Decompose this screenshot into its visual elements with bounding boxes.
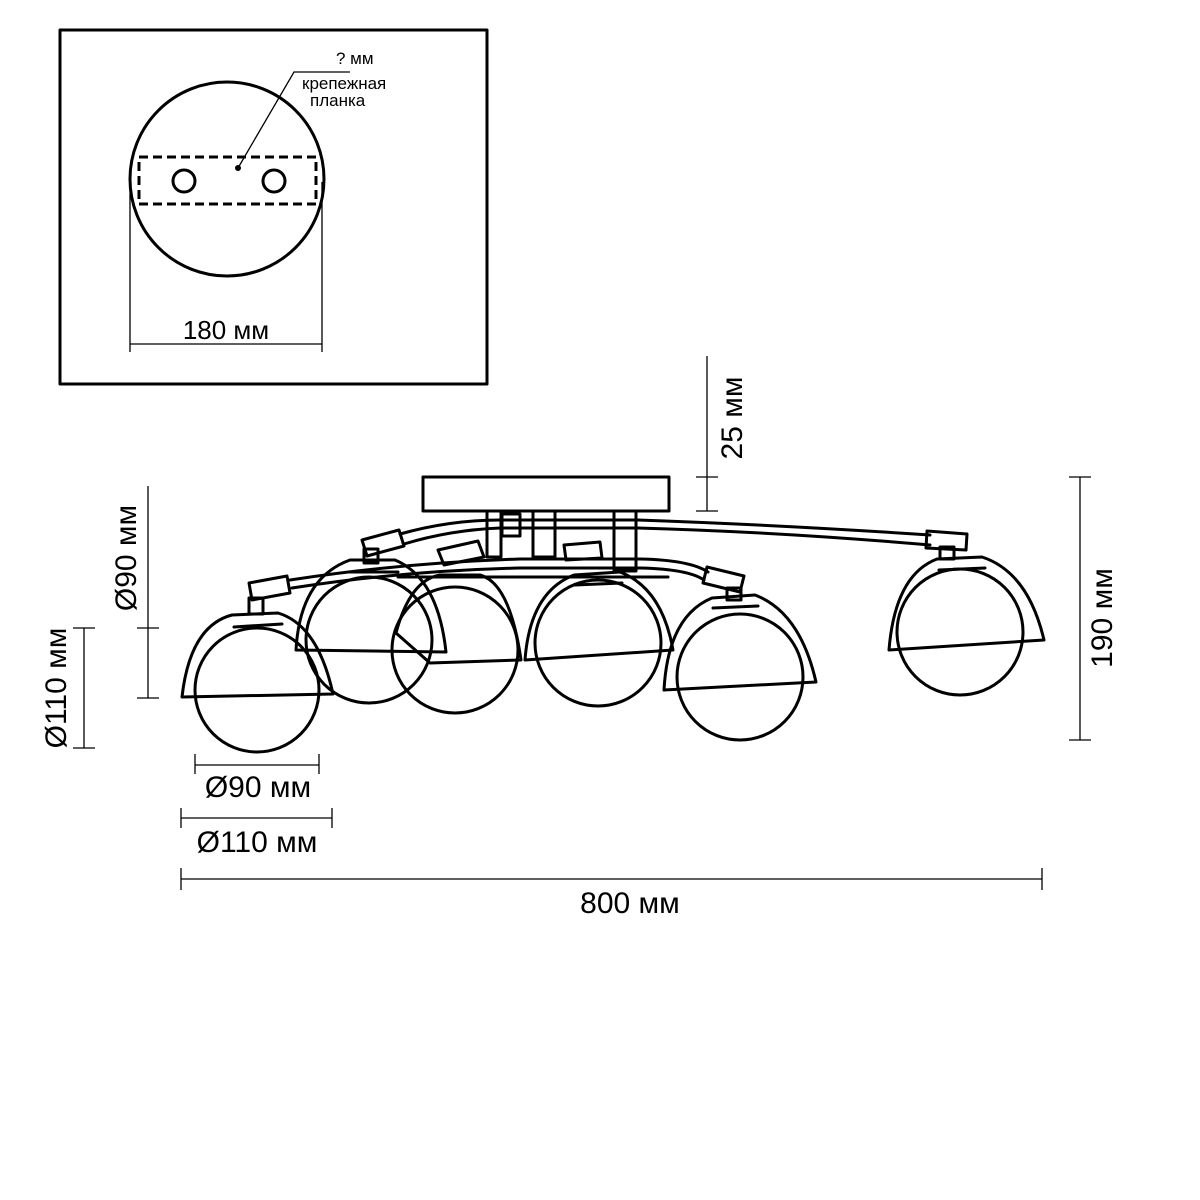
lamp-4 xyxy=(523,570,675,708)
globe-2 xyxy=(304,575,434,705)
joint-lamp-1 xyxy=(247,574,292,602)
dim-mount-height: 25 мм xyxy=(696,356,749,512)
shade-6 xyxy=(887,555,1046,652)
globe-3 xyxy=(390,585,520,715)
unknown-dimension-label: ? мм xyxy=(336,49,374,68)
screw-hole-right xyxy=(261,168,287,194)
joint-lamp-2 xyxy=(360,528,406,558)
shade-band-5 xyxy=(711,604,760,610)
globe-diameter-horizontal-label: Ø110 мм xyxy=(197,826,318,859)
dim-globe-diameter-horizontal: Ø110 мм xyxy=(180,808,333,859)
column-left xyxy=(485,509,503,559)
dim-shade-diameter-vertical: Ø90 мм xyxy=(110,486,159,699)
dim-globe-diameter-vertical: Ø110 мм xyxy=(40,627,95,749)
shade-1 xyxy=(180,611,335,699)
chandelier xyxy=(180,475,1046,754)
lamp-6 xyxy=(887,545,1046,697)
socket-5 xyxy=(725,586,743,602)
shade-4 xyxy=(523,570,675,662)
base-diameter-label: 180 мм xyxy=(183,315,269,345)
screw-hole-left xyxy=(171,168,197,194)
globe-6 xyxy=(895,567,1025,697)
lamp-1 xyxy=(180,596,335,754)
lamp-2 xyxy=(294,547,448,705)
shade-band-4 xyxy=(573,581,624,587)
arm-joint-back-left xyxy=(436,539,486,567)
column-right xyxy=(612,509,638,573)
shade-diameter-horizontal-label: Ø90 мм xyxy=(205,771,311,804)
arm-hub xyxy=(500,512,522,538)
dim-shade-diameter-horizontal: Ø90 мм xyxy=(194,754,320,804)
total-height-label: 190 мм xyxy=(1086,568,1119,668)
shade-band-6 xyxy=(937,566,987,572)
shade-3 xyxy=(394,573,523,665)
mount-height-label: 25 мм xyxy=(716,377,749,460)
lamp-3 xyxy=(390,573,523,715)
shade-2 xyxy=(294,558,448,654)
shade-band-1 xyxy=(232,622,284,629)
shade-5 xyxy=(662,593,818,692)
ceiling-canopy xyxy=(421,475,671,513)
plate-leader-line xyxy=(237,71,350,169)
plate-label-line1: крепежная xyxy=(302,74,386,93)
globe-1 xyxy=(193,626,321,754)
joint-lamp-6 xyxy=(924,529,969,552)
column-center xyxy=(531,509,557,559)
base-plate-inset: ? мм крепежная планка 180 мм xyxy=(58,28,489,386)
globe-diameter-vertical-label: Ø110 мм xyxy=(40,628,73,749)
arm-lower xyxy=(288,557,710,582)
globe-4 xyxy=(533,578,663,708)
lamp-5 xyxy=(662,586,818,742)
socket-6 xyxy=(938,545,956,561)
arm-upper xyxy=(398,518,932,537)
arm-upper-inner xyxy=(402,526,932,547)
plate-label-line2: планка xyxy=(310,91,366,110)
socket-2 xyxy=(362,547,380,565)
mounting-plate-dashed xyxy=(137,155,318,206)
shade-diameter-vertical-label: Ø90 мм xyxy=(110,505,143,611)
globe-5 xyxy=(675,612,805,742)
dim-total-width: 800 мм xyxy=(180,868,1043,920)
inset-frame xyxy=(58,28,489,386)
arm-joint-back-right xyxy=(562,540,604,562)
total-width-label: 800 мм xyxy=(580,887,680,920)
dim-total-height: 190 мм xyxy=(1069,476,1119,741)
socket-1 xyxy=(247,596,265,616)
ceiling-base-circle xyxy=(128,80,326,278)
